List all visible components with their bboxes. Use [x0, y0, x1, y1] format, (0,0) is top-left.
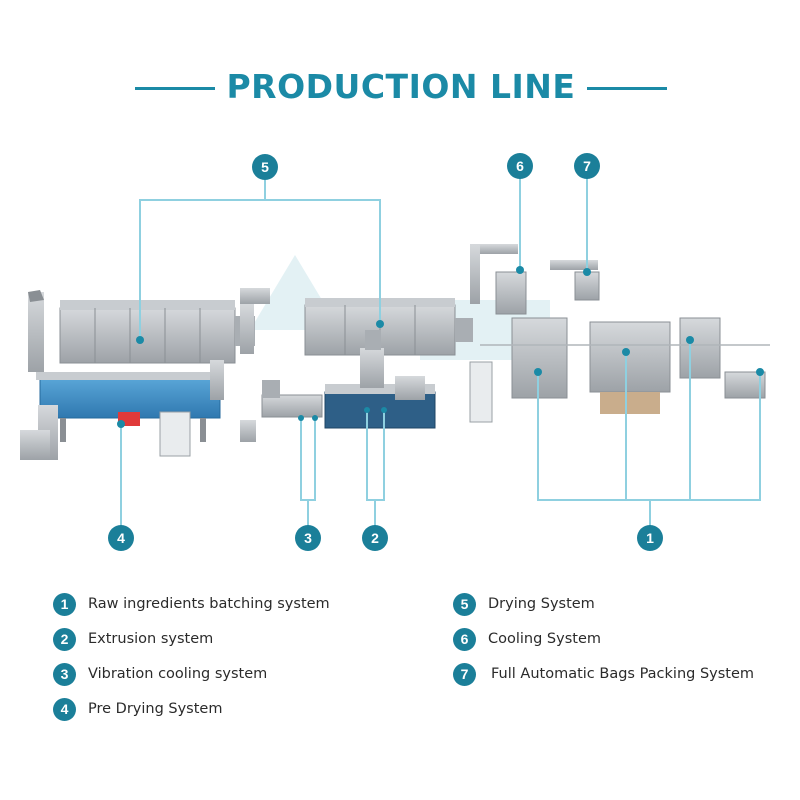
- callout-1: 1: [637, 525, 663, 551]
- legend-item-6: 6 Cooling System: [453, 626, 601, 652]
- page-title: PRODUCTION LINE: [226, 67, 576, 106]
- extruder-machine: [324, 330, 436, 429]
- callout-1-number: 1: [646, 530, 654, 546]
- legend-label-7: Full Automatic Bags Packing System: [491, 666, 755, 682]
- dryer-left-machine: [28, 290, 255, 372]
- batching-machine: [469, 317, 770, 423]
- callout-3: 3: [295, 525, 321, 551]
- legend-label-4: Pre Drying System: [88, 701, 223, 717]
- callout-6: 6: [507, 153, 533, 179]
- callout-4-number: 4: [117, 530, 125, 546]
- cooler-packing-machine: [470, 244, 600, 315]
- legend-item-4: 4 Pre Drying System: [53, 696, 222, 722]
- callout-2: 2: [362, 525, 388, 551]
- legend-label-1: Raw ingredients batching system: [88, 596, 330, 612]
- legend-badge-6: 6: [453, 627, 476, 651]
- legend-badge-5: 5: [453, 592, 476, 616]
- callout-3-number: 3: [304, 530, 312, 546]
- leader-5-bracket: [139, 199, 381, 338]
- legend-badge-7: 7: [453, 662, 476, 686]
- title-block: PRODUCTION LINE: [0, 62, 800, 112]
- callout-2-number: 2: [371, 530, 379, 546]
- callout-4: 4: [108, 525, 134, 551]
- legend-label-5: Drying System: [488, 596, 595, 612]
- legend-label-6: Cooling System: [488, 631, 601, 647]
- legend-badge-4: 4: [53, 697, 76, 721]
- legend-label-3: Vibration cooling system: [88, 666, 268, 682]
- target-dots: [117, 266, 764, 428]
- legend-item-2: 2 Extrusion system: [53, 626, 213, 652]
- vibration-cooler-machine: [240, 380, 323, 442]
- legend-badge-2: 2: [53, 627, 76, 651]
- title-rule-right: [587, 87, 667, 90]
- pre-dryer-machine: [20, 360, 224, 460]
- legend-label-2: Extrusion system: [88, 631, 214, 647]
- legend-item-5: 5 Drying System: [453, 591, 595, 617]
- callout-5: 5: [252, 154, 278, 180]
- callout-7-number: 7: [583, 158, 591, 174]
- leader-lines: [120, 178, 761, 526]
- title-rule-left: [135, 87, 215, 90]
- legend-item-3: 3 Vibration cooling system: [53, 661, 267, 687]
- legend-item-1: 1 Raw ingredients batching system: [53, 591, 330, 617]
- legend-badge-1: 1: [53, 592, 76, 616]
- callout-5-number: 5: [261, 159, 269, 175]
- callout-7: 7: [574, 153, 600, 179]
- legend-item-7: 7 Full Automatic Bags Packing System: [453, 661, 754, 687]
- callout-6-number: 6: [516, 158, 524, 174]
- legend-badge-3: 3: [53, 662, 76, 686]
- leader-3: [300, 418, 316, 501]
